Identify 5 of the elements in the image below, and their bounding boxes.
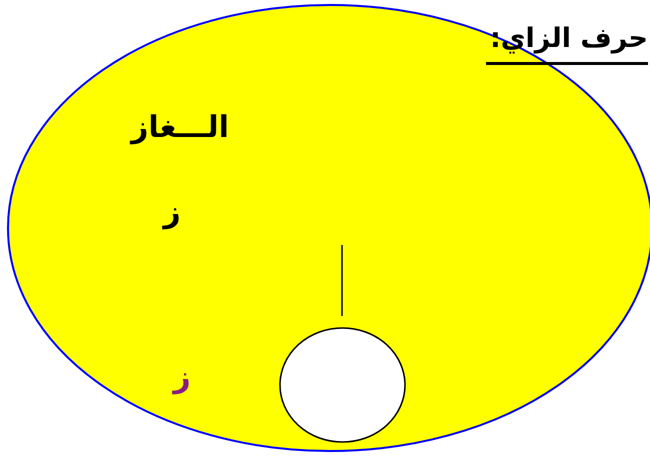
word-label: الـــغاز (131, 113, 229, 143)
title: حرف الزاي: (486, 22, 648, 65)
letter-label: ز (163, 198, 181, 228)
balloon-circle (280, 328, 405, 442)
letter-label: ز (173, 363, 191, 393)
